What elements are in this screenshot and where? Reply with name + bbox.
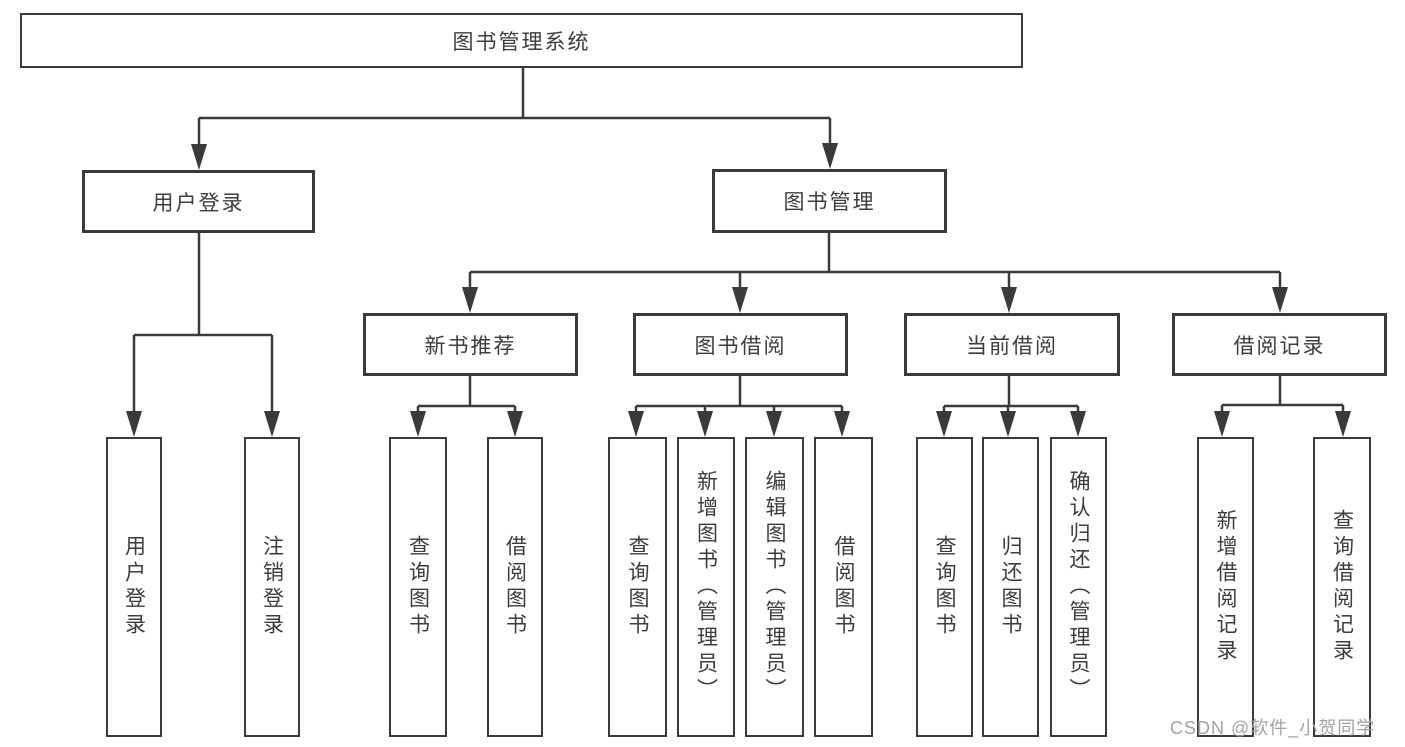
arrowhead-new-books	[462, 287, 478, 313]
leaf-query-borrow-record-label: 查询借阅记录	[1330, 509, 1354, 665]
arrowhead-leaf-c1	[628, 411, 644, 437]
node-user-login: 用户登录	[82, 170, 315, 233]
arrowhead-book-borrow	[732, 287, 748, 313]
leaf-logout-label: 注销登录	[260, 535, 284, 639]
leaf-borrow-books-1: 借阅图书	[487, 437, 543, 737]
arrowhead-borrow-records	[1272, 287, 1288, 313]
node-borrow-records: 借阅记录	[1172, 313, 1387, 376]
node-root: 图书管理系统	[20, 13, 1023, 68]
leaf-add-borrow-record-label: 新增借阅记录	[1214, 509, 1237, 665]
leaf-add-book-admin-label: 新增图书（管理员）	[694, 470, 718, 704]
arrowhead-leaf-c2	[697, 411, 713, 437]
arrowhead-leaf-d2	[1000, 411, 1016, 437]
leaf-borrow-books-1-label: 借阅图书	[503, 535, 527, 639]
arrowhead-user-login	[191, 144, 207, 170]
leaf-user-login-label: 用户登录	[122, 535, 146, 639]
leaf-confirm-return-admin-label: 确认归还（管理员）	[1067, 470, 1090, 704]
node-book-mgmt: 图书管理	[712, 169, 947, 233]
arrowhead-leaf-b2	[507, 411, 523, 437]
leaf-return-book: 归还图书	[982, 437, 1039, 737]
arrowhead-leaf-c4	[834, 411, 850, 437]
arrowhead-leaf-c3	[766, 411, 782, 437]
leaf-edit-book-admin: 编辑图书（管理员）	[745, 437, 804, 737]
leaf-query-books-2-label: 查询图书	[626, 535, 649, 639]
node-current-borrow: 当前借阅	[904, 313, 1120, 376]
node-new-books-label: 新书推荐	[424, 334, 517, 358]
leaf-user-login: 用户登录	[106, 437, 162, 737]
leaf-query-borrow-record: 查询借阅记录	[1313, 437, 1371, 737]
csdn-watermark: CSDN @软件_小贺同学	[1170, 718, 1376, 738]
node-borrow-records-label: 借阅记录	[1233, 334, 1326, 358]
arrowhead-leaf-d3	[1070, 411, 1086, 437]
leaf-add-borrow-record: 新增借阅记录	[1197, 437, 1254, 737]
leaf-confirm-return-admin: 确认归还（管理员）	[1050, 437, 1107, 737]
arrowhead-leaf-a1	[126, 411, 142, 437]
leaf-return-book-label: 归还图书	[999, 535, 1022, 639]
arrowhead-leaf-e2	[1335, 411, 1351, 437]
leaf-edit-book-admin-label: 编辑图书（管理员）	[763, 470, 786, 704]
node-book-borrow: 图书借阅	[633, 313, 848, 376]
leaf-borrow-books-2: 借阅图书	[814, 437, 873, 737]
leaf-add-book-admin: 新增图书（管理员）	[677, 437, 735, 737]
arrowhead-leaf-e1	[1214, 411, 1230, 437]
node-book-mgmt-label: 图书管理	[783, 191, 876, 214]
arrowhead-book-mgmt	[822, 143, 838, 169]
arrowhead-leaf-a2	[264, 411, 280, 437]
leaf-query-books-1: 查询图书	[389, 437, 447, 737]
node-new-books: 新书推荐	[363, 313, 578, 376]
arrowhead-leaf-b1	[410, 411, 426, 437]
leaf-query-books-2: 查询图书	[608, 437, 667, 737]
leaf-query-books-3: 查询图书	[916, 437, 973, 737]
node-user-login-label: 用户登录	[152, 191, 245, 215]
leaf-query-books-1-label: 查询图书	[406, 535, 430, 639]
leaf-borrow-books-2-label: 借阅图书	[832, 535, 855, 639]
arrowhead-leaf-d1	[936, 411, 952, 437]
node-root-label: 图书管理系统	[452, 30, 591, 54]
node-book-borrow-label: 图书借阅	[694, 334, 787, 358]
leaf-logout: 注销登录	[244, 437, 300, 737]
arrowhead-current-borrow	[1001, 287, 1017, 313]
node-current-borrow-label: 当前借阅	[966, 334, 1058, 358]
leaf-query-books-3-label: 查询图书	[933, 535, 956, 639]
